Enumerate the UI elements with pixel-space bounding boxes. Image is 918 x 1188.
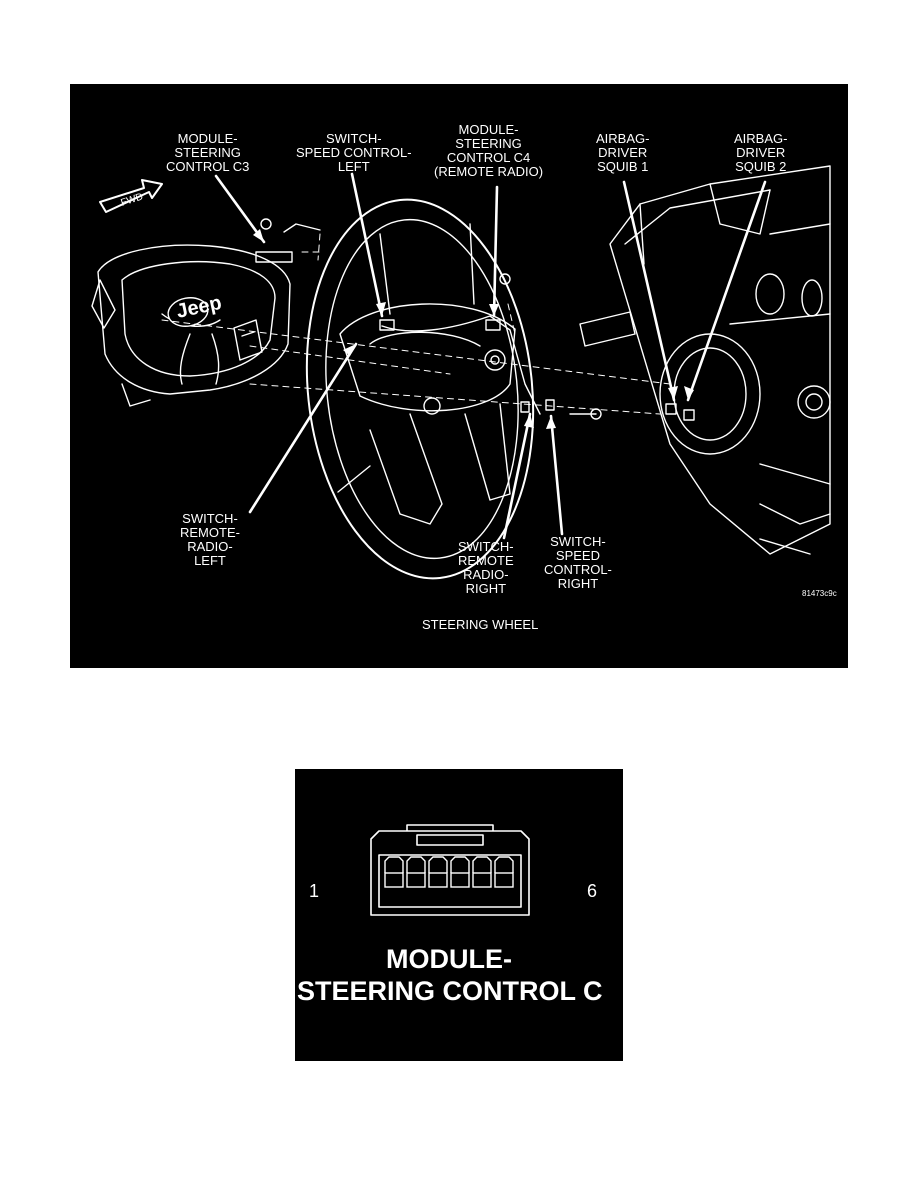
latch-window bbox=[416, 834, 484, 846]
pin-cavity bbox=[428, 872, 448, 888]
fwd-arrow-icon bbox=[99, 179, 163, 213]
connector-pins bbox=[384, 856, 514, 888]
steering-wheel-illustration: Jeep FWD bbox=[91, 165, 831, 580]
pin-terminal-top bbox=[406, 856, 426, 873]
callout-leaders bbox=[214, 172, 767, 540]
pin-cavity bbox=[450, 872, 470, 888]
label-module-c3: MODULE- STEERING CONTROL C3 bbox=[166, 131, 250, 174]
pin-terminal-top bbox=[428, 856, 448, 873]
connector-drawing bbox=[370, 824, 530, 916]
label-squib-2: AIRBAG- DRIVER SQUIB 2 bbox=[734, 131, 788, 174]
pin-terminal-top bbox=[384, 856, 404, 873]
label-squib-1: AIRBAG- DRIVER SQUIB 1 bbox=[596, 131, 650, 174]
label-remote-radio-right: SWITCH- REMOTE RADIO- RIGHT bbox=[458, 539, 514, 596]
callout-arrowheads bbox=[253, 229, 694, 429]
label-module-c4: MODULE- STEERING CONTROL C4 (REMOTE RADI… bbox=[434, 122, 544, 179]
figure-id: 81473c9c bbox=[802, 589, 837, 598]
steering-wheel bbox=[305, 198, 535, 580]
pin-first-label: 1 bbox=[309, 881, 320, 901]
pin-cavity bbox=[472, 872, 492, 888]
assembly-axes bbox=[161, 233, 671, 415]
figure-caption: STEERING WHEEL bbox=[422, 617, 539, 632]
label-remote-radio-left: SWITCH- REMOTE- RADIO- LEFT bbox=[180, 511, 240, 568]
steering-wheel-diagram: Jeep FWD MODULE- STEERING CONTROL C3 SWI… bbox=[70, 84, 848, 668]
pin-cavity bbox=[384, 872, 404, 888]
connector-diagram: 1 6 MODULE- STEERING CONTROL C bbox=[295, 769, 623, 1061]
connector-cavity bbox=[378, 854, 522, 908]
label-speed-control-left: SWITCH- SPEED CONTROL- LEFT bbox=[296, 131, 412, 174]
instrument-panel bbox=[579, 165, 831, 555]
pin-last-label: 6 bbox=[587, 881, 598, 901]
label-speed-control-right: SWITCH- SPEED CONTROL- RIGHT bbox=[544, 534, 612, 591]
wiring-harness bbox=[255, 218, 695, 421]
pin-cavity bbox=[494, 872, 514, 888]
airbag-module bbox=[91, 244, 291, 407]
connector-latch bbox=[406, 824, 494, 831]
pin-terminal-top bbox=[494, 856, 514, 873]
connector-title: MODULE- STEERING CONTROL C bbox=[297, 944, 603, 1006]
connector-housing bbox=[370, 830, 530, 916]
pin-cavity bbox=[406, 872, 426, 888]
pin-terminal-top bbox=[472, 856, 492, 873]
pin-terminal-top bbox=[450, 856, 470, 873]
